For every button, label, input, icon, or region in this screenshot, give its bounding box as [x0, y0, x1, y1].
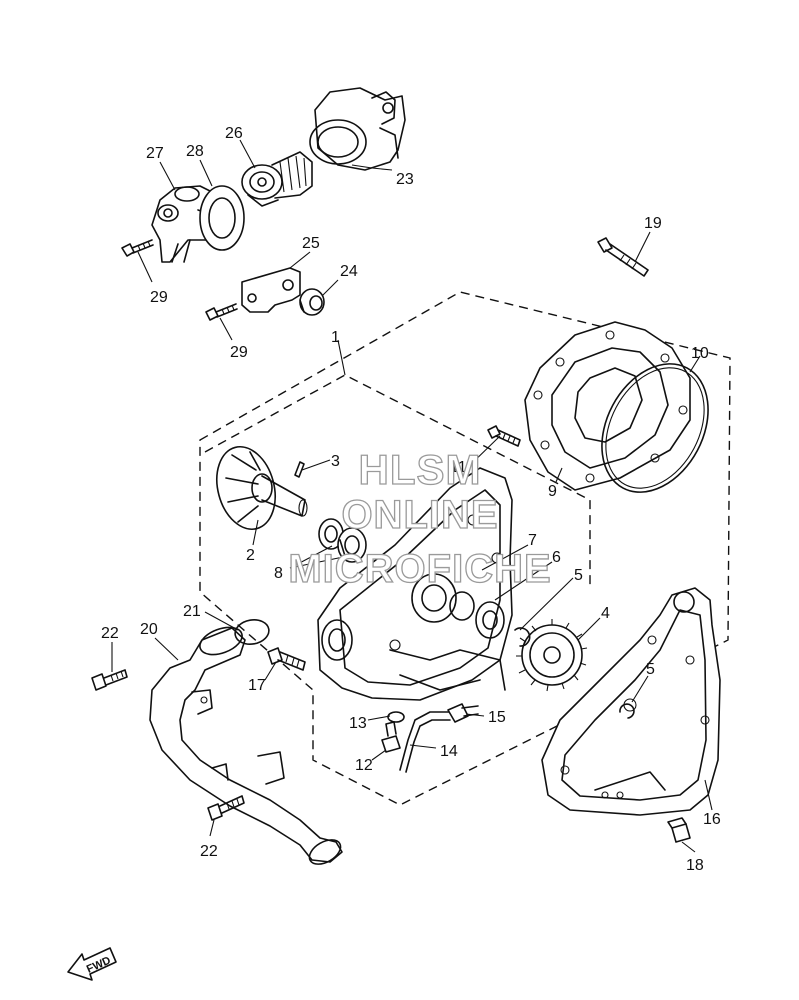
o-ring-10 — [601, 363, 709, 493]
callout-19: 19 — [644, 215, 662, 232]
watermark: HLSM ONLINE MICROFICHE — [288, 445, 552, 591]
leader-lines — [111, 139, 713, 853]
callout-3: 3 — [331, 453, 340, 470]
bracket-25 — [241, 267, 301, 313]
callout-6: 6 — [552, 549, 561, 566]
callout-13: 13 — [349, 715, 367, 732]
callout-29b: 29 — [230, 344, 248, 361]
callout-17: 17 — [248, 677, 266, 694]
plug-18 — [667, 817, 691, 843]
callout-7: 7 — [528, 532, 537, 549]
callout-16: 16 — [703, 811, 721, 828]
watermark-line3: MICROFICHE — [288, 547, 551, 591]
thermostat-26 — [241, 151, 313, 207]
callout-23: 23 — [396, 171, 414, 188]
fwd-arrow: FWD — [67, 947, 117, 981]
callout-1: 1 — [331, 329, 340, 346]
cover-9 — [524, 321, 691, 491]
gear-cover-16 — [541, 587, 721, 816]
hose-14 — [399, 711, 451, 773]
callout-18: 18 — [686, 857, 704, 874]
callout-4: 4 — [601, 605, 610, 622]
o-ring-21 — [234, 619, 270, 645]
drain-bolt-12 — [381, 721, 401, 753]
fitting-15 — [447, 703, 479, 723]
callout-15: 15 — [488, 709, 506, 726]
washer-13 — [387, 711, 405, 723]
callout-22b: 22 — [200, 843, 218, 860]
assembly-boundary — [199, 291, 731, 806]
bolt-29b — [205, 303, 238, 321]
callout-11: 11 — [450, 459, 467, 476]
callout-14: 14 — [440, 743, 458, 760]
pump-housing — [317, 467, 513, 701]
bolt-22b — [207, 795, 245, 821]
watermark-line2: ONLINE — [341, 493, 498, 537]
callout-24: 24 — [340, 263, 358, 280]
callout-12: 12 — [355, 757, 373, 774]
callout-20: 20 — [140, 621, 158, 638]
callout-5b: 5 — [646, 661, 655, 678]
circlip-5a — [514, 627, 531, 647]
callout-25: 25 — [302, 235, 320, 252]
callout-8: 8 — [274, 565, 283, 582]
impeller-2 — [216, 445, 308, 531]
callout-21: 21 — [183, 603, 201, 620]
seal-8b — [337, 527, 367, 563]
bolt-19 — [597, 237, 649, 277]
callout-labels: 1 2 3 4 5 5 6 7 8 9 10 11 12 13 14 15 16… — [101, 125, 721, 874]
gasket-28 — [199, 185, 245, 251]
callout-2: 2 — [246, 547, 255, 564]
callout-10: 10 — [691, 345, 709, 362]
water-pipe-20 — [149, 626, 343, 865]
thermostat-housing-23 — [309, 87, 406, 171]
bolt-17 — [267, 647, 306, 671]
bolt-29a — [121, 239, 154, 257]
callout-5a: 5 — [574, 567, 583, 584]
grommet-24 — [299, 288, 325, 316]
gear-4 — [516, 619, 588, 692]
callout-26: 26 — [225, 125, 243, 142]
callout-29a: 29 — [150, 289, 168, 306]
bolt-22a — [91, 669, 128, 691]
bolt-11 — [487, 425, 521, 447]
callout-27: 27 — [146, 145, 164, 162]
pin-3 — [294, 461, 305, 478]
callout-28: 28 — [186, 143, 204, 160]
callout-22a: 22 — [101, 625, 119, 642]
callout-9: 9 — [548, 483, 557, 500]
watermark-line1: HLSM — [359, 446, 482, 493]
